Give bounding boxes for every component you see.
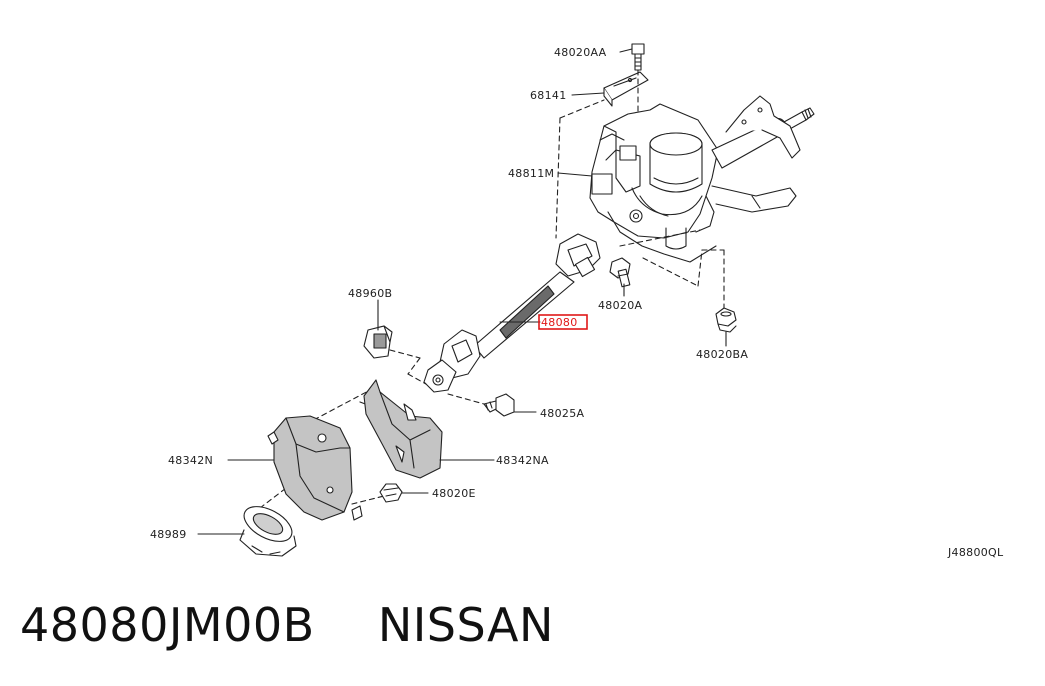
- part-label-48020a: 48020A: [598, 299, 642, 312]
- part-title: 48080JM00B NISSAN: [20, 598, 554, 652]
- steering-column-assembly: [589, 95, 815, 263]
- part-label-48342n: 48342N: [168, 454, 213, 467]
- part-label-48989: 48989: [150, 528, 187, 541]
- part-label-48960b: 48960B: [348, 287, 392, 300]
- label-leaders: [197, 48, 727, 535]
- bolt-48020a-drawing: [609, 257, 631, 288]
- part-label-68141: 68141: [530, 89, 567, 102]
- boot-48989-drawing: [239, 506, 297, 557]
- part-label-48025a: 48025A: [540, 407, 584, 420]
- part-label-48020e: 48020E: [432, 487, 476, 500]
- part-label-48020ba: 48020BA: [696, 348, 748, 361]
- brand-name: NISSAN: [377, 598, 554, 652]
- part-number: 48080JM00B: [20, 598, 315, 652]
- highlight-box: [538, 314, 588, 330]
- intermediate-shaft-48080: [423, 233, 601, 393]
- part-label-48811m: 48811M: [508, 167, 554, 180]
- clip-48020e-drawing: [379, 483, 403, 503]
- part-label-48020aa: 48020AA: [554, 46, 607, 59]
- part-label-48080[interactable]: 48080: [541, 316, 578, 329]
- bolt-48020aa-drawing: [631, 43, 645, 71]
- clip-48960b-drawing: [363, 325, 393, 359]
- bracket-68141-drawing: [603, 71, 649, 107]
- column-cover-48342n-drawing: [267, 415, 363, 521]
- bolt-48025a-drawing: [483, 393, 515, 417]
- part-label-48342na: 48342NA: [496, 454, 549, 467]
- column-cover-48342na-drawing: [363, 379, 443, 479]
- nut-48020ba-drawing: [715, 307, 737, 333]
- drawing-code: J48800QL: [947, 546, 1004, 559]
- dashed-guides-upper: [555, 69, 725, 309]
